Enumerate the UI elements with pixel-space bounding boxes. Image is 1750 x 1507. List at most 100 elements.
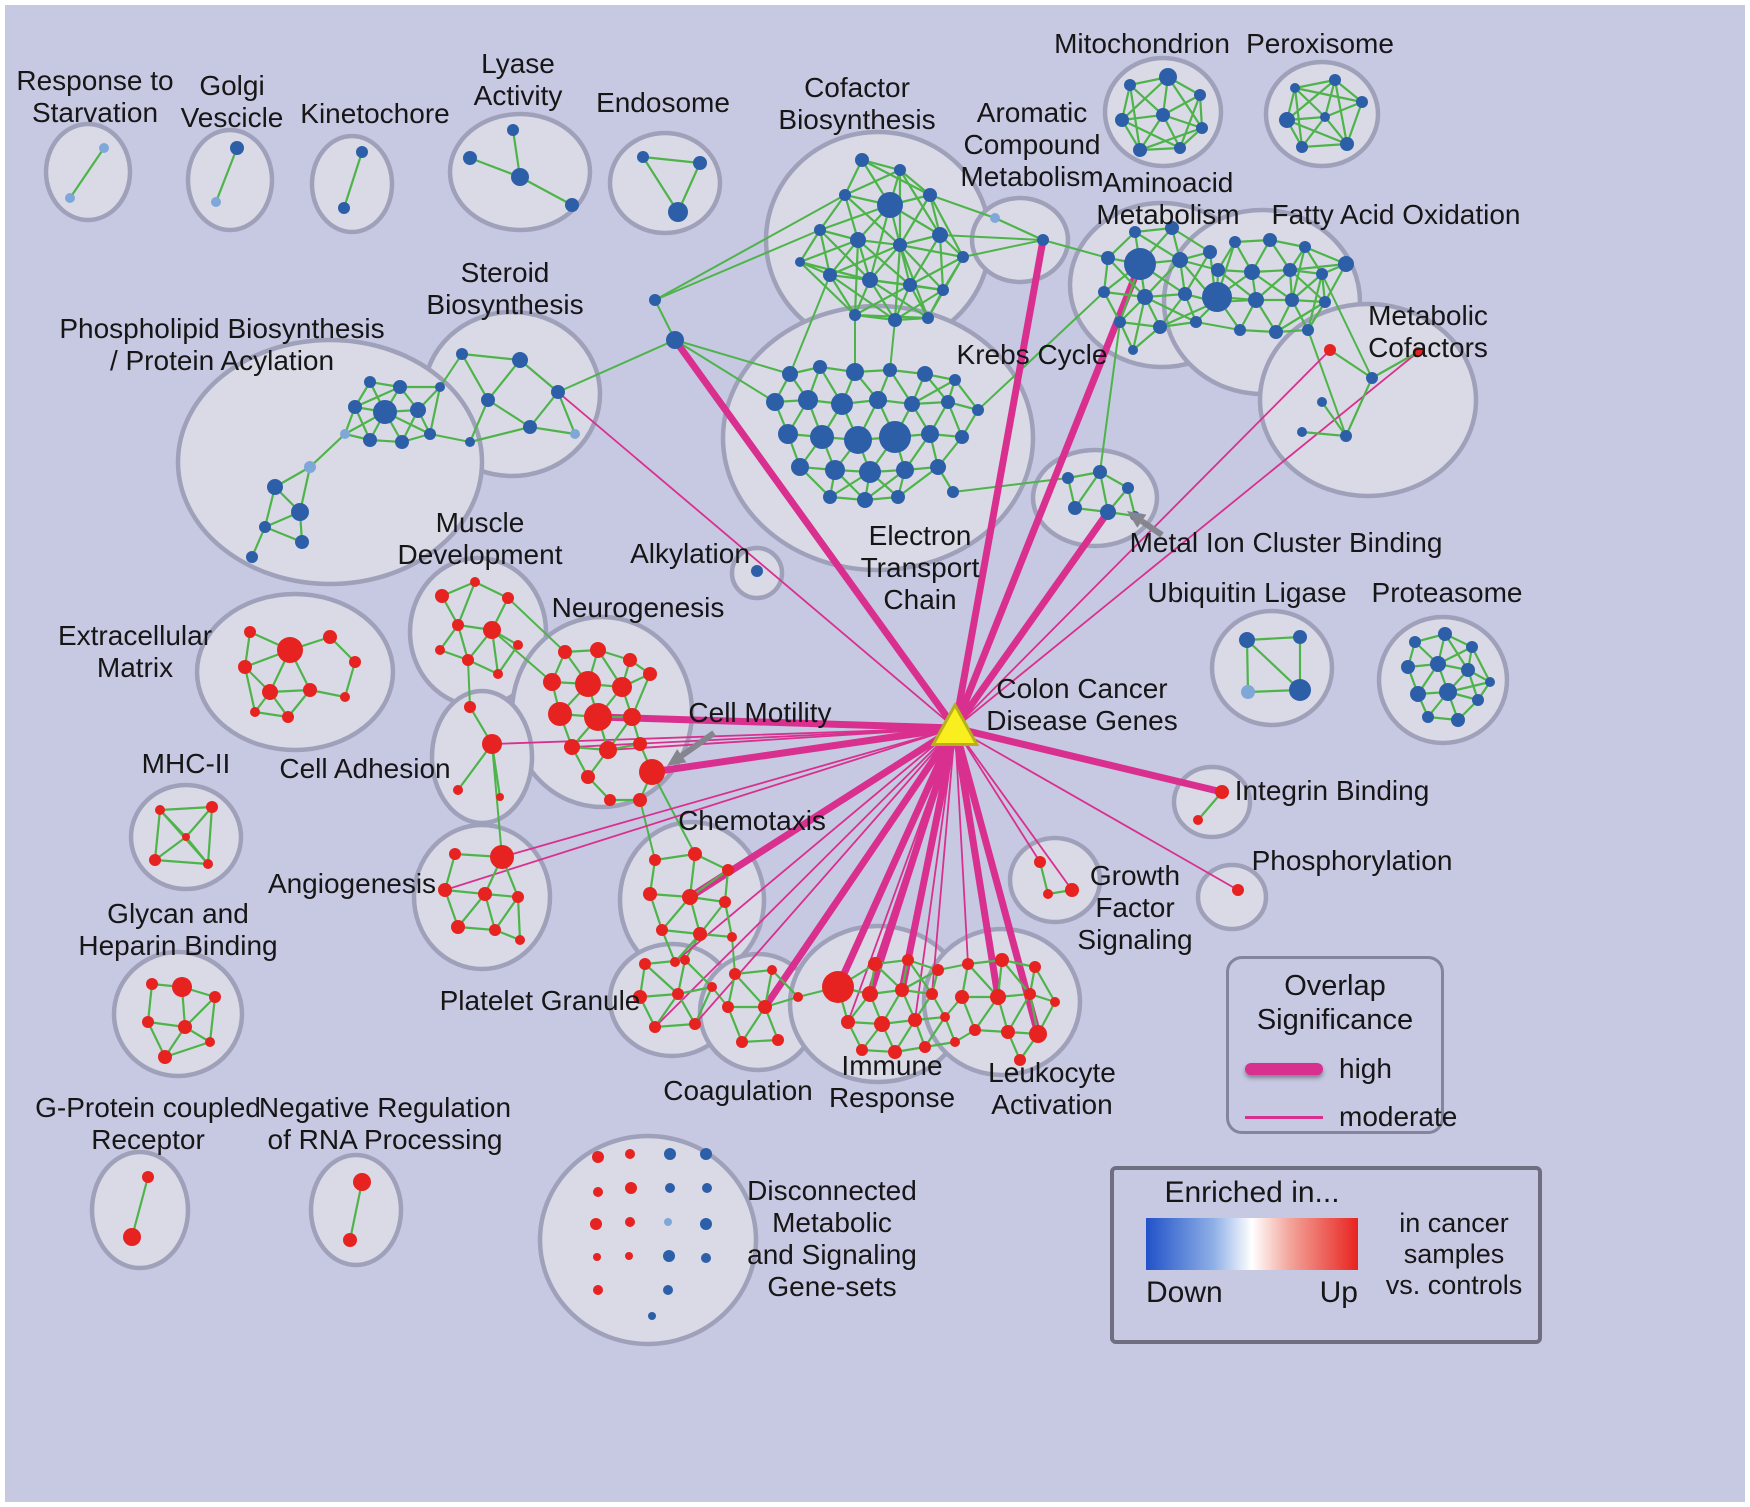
- gene-set-node: [1461, 663, 1475, 677]
- overlap-edge-high: [951, 724, 1042, 1038]
- overlap-edge-moderate: [847, 727, 956, 1023]
- cluster-label-peroxisome: Peroxisome: [1246, 28, 1394, 59]
- gene-set-edge: [474, 581, 509, 599]
- gene-set-edge: [461, 353, 489, 401]
- gene-set-node: [689, 1018, 701, 1030]
- gene-set-node: [1122, 482, 1134, 494]
- overlap-legend-title: Overlap Significance: [1229, 969, 1441, 1037]
- gene-set-node: [888, 1045, 902, 1059]
- gene-set-edge: [1301, 116, 1326, 148]
- overlap-moderate-row: moderate: [1245, 1101, 1457, 1133]
- overlap-edge-moderate: [954, 349, 1331, 729]
- gene-set-edge: [909, 234, 941, 286]
- gene-set-node: [798, 390, 818, 410]
- gene-set-node: [767, 965, 777, 975]
- cluster-label-coagulation: Coagulation: [663, 1075, 812, 1106]
- gene-set-node: [1128, 345, 1138, 355]
- gene-set-node: [896, 461, 914, 479]
- cluster-label-proteasome: Proteasome: [1372, 577, 1523, 608]
- gene-set-edge: [938, 234, 945, 291]
- gene-set-edge: [954, 379, 979, 411]
- gene-set-edge: [771, 969, 799, 998]
- inter-cluster-edge: [889, 319, 896, 371]
- gene-set-node: [949, 374, 961, 386]
- gene-set-edge: [1144, 259, 1181, 298]
- gene-set-node: [923, 188, 937, 202]
- gene-set-node: [348, 400, 362, 414]
- gene-set-node: [250, 707, 260, 717]
- gene-set-node: [917, 366, 933, 382]
- cluster-label-phosphorylation: Phosphorylation: [1252, 845, 1453, 876]
- overlap-edge-high: [898, 724, 959, 994]
- gene-set-node: [850, 232, 866, 248]
- gene-set-edge: [1321, 401, 1347, 437]
- gene-set-node: [719, 896, 731, 908]
- gene-set-node: [888, 313, 902, 327]
- gene-set-node: [1153, 320, 1167, 334]
- gene-set-node: [649, 854, 661, 866]
- gene-set-node: [1329, 74, 1341, 86]
- gene-set-node: [502, 592, 514, 604]
- gene-set-edge: [1323, 79, 1337, 118]
- gene-set-node: [593, 1187, 603, 1197]
- overlap-legend-title-line2: Significance: [1256, 1004, 1414, 1036]
- gene-set-node: [793, 992, 803, 1002]
- gene-set-node: [879, 421, 911, 453]
- gene-set-edge: [829, 274, 856, 316]
- gene-set-node: [868, 957, 882, 971]
- gene-set-node: [969, 1024, 981, 1036]
- gene-set-node: [962, 958, 974, 970]
- gene-set-node: [940, 1012, 950, 1022]
- cluster-ellipse-endosome: [607, 130, 723, 236]
- inter-cluster-edge: [1099, 321, 1121, 473]
- gene-set-node: [1241, 685, 1255, 699]
- gene-set-node: [643, 887, 657, 901]
- overlap-edge-high: [951, 724, 1002, 1001]
- gene-set-node: [664, 1218, 672, 1226]
- gene-set-node: [1472, 694, 1484, 706]
- gene-set-node: [462, 654, 474, 666]
- gene-set-node: [1190, 316, 1202, 328]
- inter-cluster-edge: [939, 234, 1044, 241]
- gene-set-node: [1203, 245, 1217, 259]
- gene-set-node: [465, 437, 475, 447]
- gene-set-node: [932, 227, 948, 243]
- gene-set-node: [903, 278, 917, 292]
- high-line-sample: [1245, 1063, 1323, 1075]
- inter-cluster-edge: [674, 339, 776, 403]
- overlap-edge-moderate: [501, 727, 956, 858]
- gene-set-node: [766, 393, 784, 411]
- inter-cluster-edge: [654, 194, 846, 301]
- cluster-ellipse-glycan-heparin-binding: [111, 949, 245, 1079]
- gene-set-node: [482, 734, 502, 754]
- gene-set-node: [548, 702, 572, 726]
- gene-set-node: [246, 551, 258, 563]
- gene-set-node: [932, 964, 944, 976]
- inter-cluster-edge: [507, 597, 566, 653]
- layer-hubedges: [444, 236, 1419, 1038]
- gene-set-node: [489, 924, 501, 936]
- gene-set-node: [846, 363, 864, 381]
- inter-cluster-edge: [439, 353, 463, 388]
- gene-set-edge: [343, 661, 357, 698]
- gene-set-edge: [1471, 646, 1491, 683]
- gene-set-edge: [726, 1006, 744, 1043]
- gene-set-node: [1234, 324, 1246, 336]
- overlap-edge-high: [951, 236, 1047, 732]
- gene-set-node: [340, 429, 350, 439]
- gene-set-node: [623, 708, 641, 726]
- gene-set-node: [267, 479, 283, 495]
- gene-set-edge: [159, 805, 213, 812]
- gene-set-node: [822, 971, 854, 1003]
- cluster-label-phospholipid-biosynthesis: Phospholipid Biosynthesis/ Protein Acyla…: [59, 313, 384, 376]
- gene-set-node: [672, 988, 684, 1000]
- inter-cluster-edge: [1307, 329, 1347, 437]
- gene-set-edge: [487, 399, 531, 428]
- gene-set-node: [990, 213, 1000, 223]
- gene-set-edge: [799, 261, 856, 316]
- overlap-edge-moderate: [954, 727, 969, 965]
- gene-set-node: [1451, 713, 1465, 727]
